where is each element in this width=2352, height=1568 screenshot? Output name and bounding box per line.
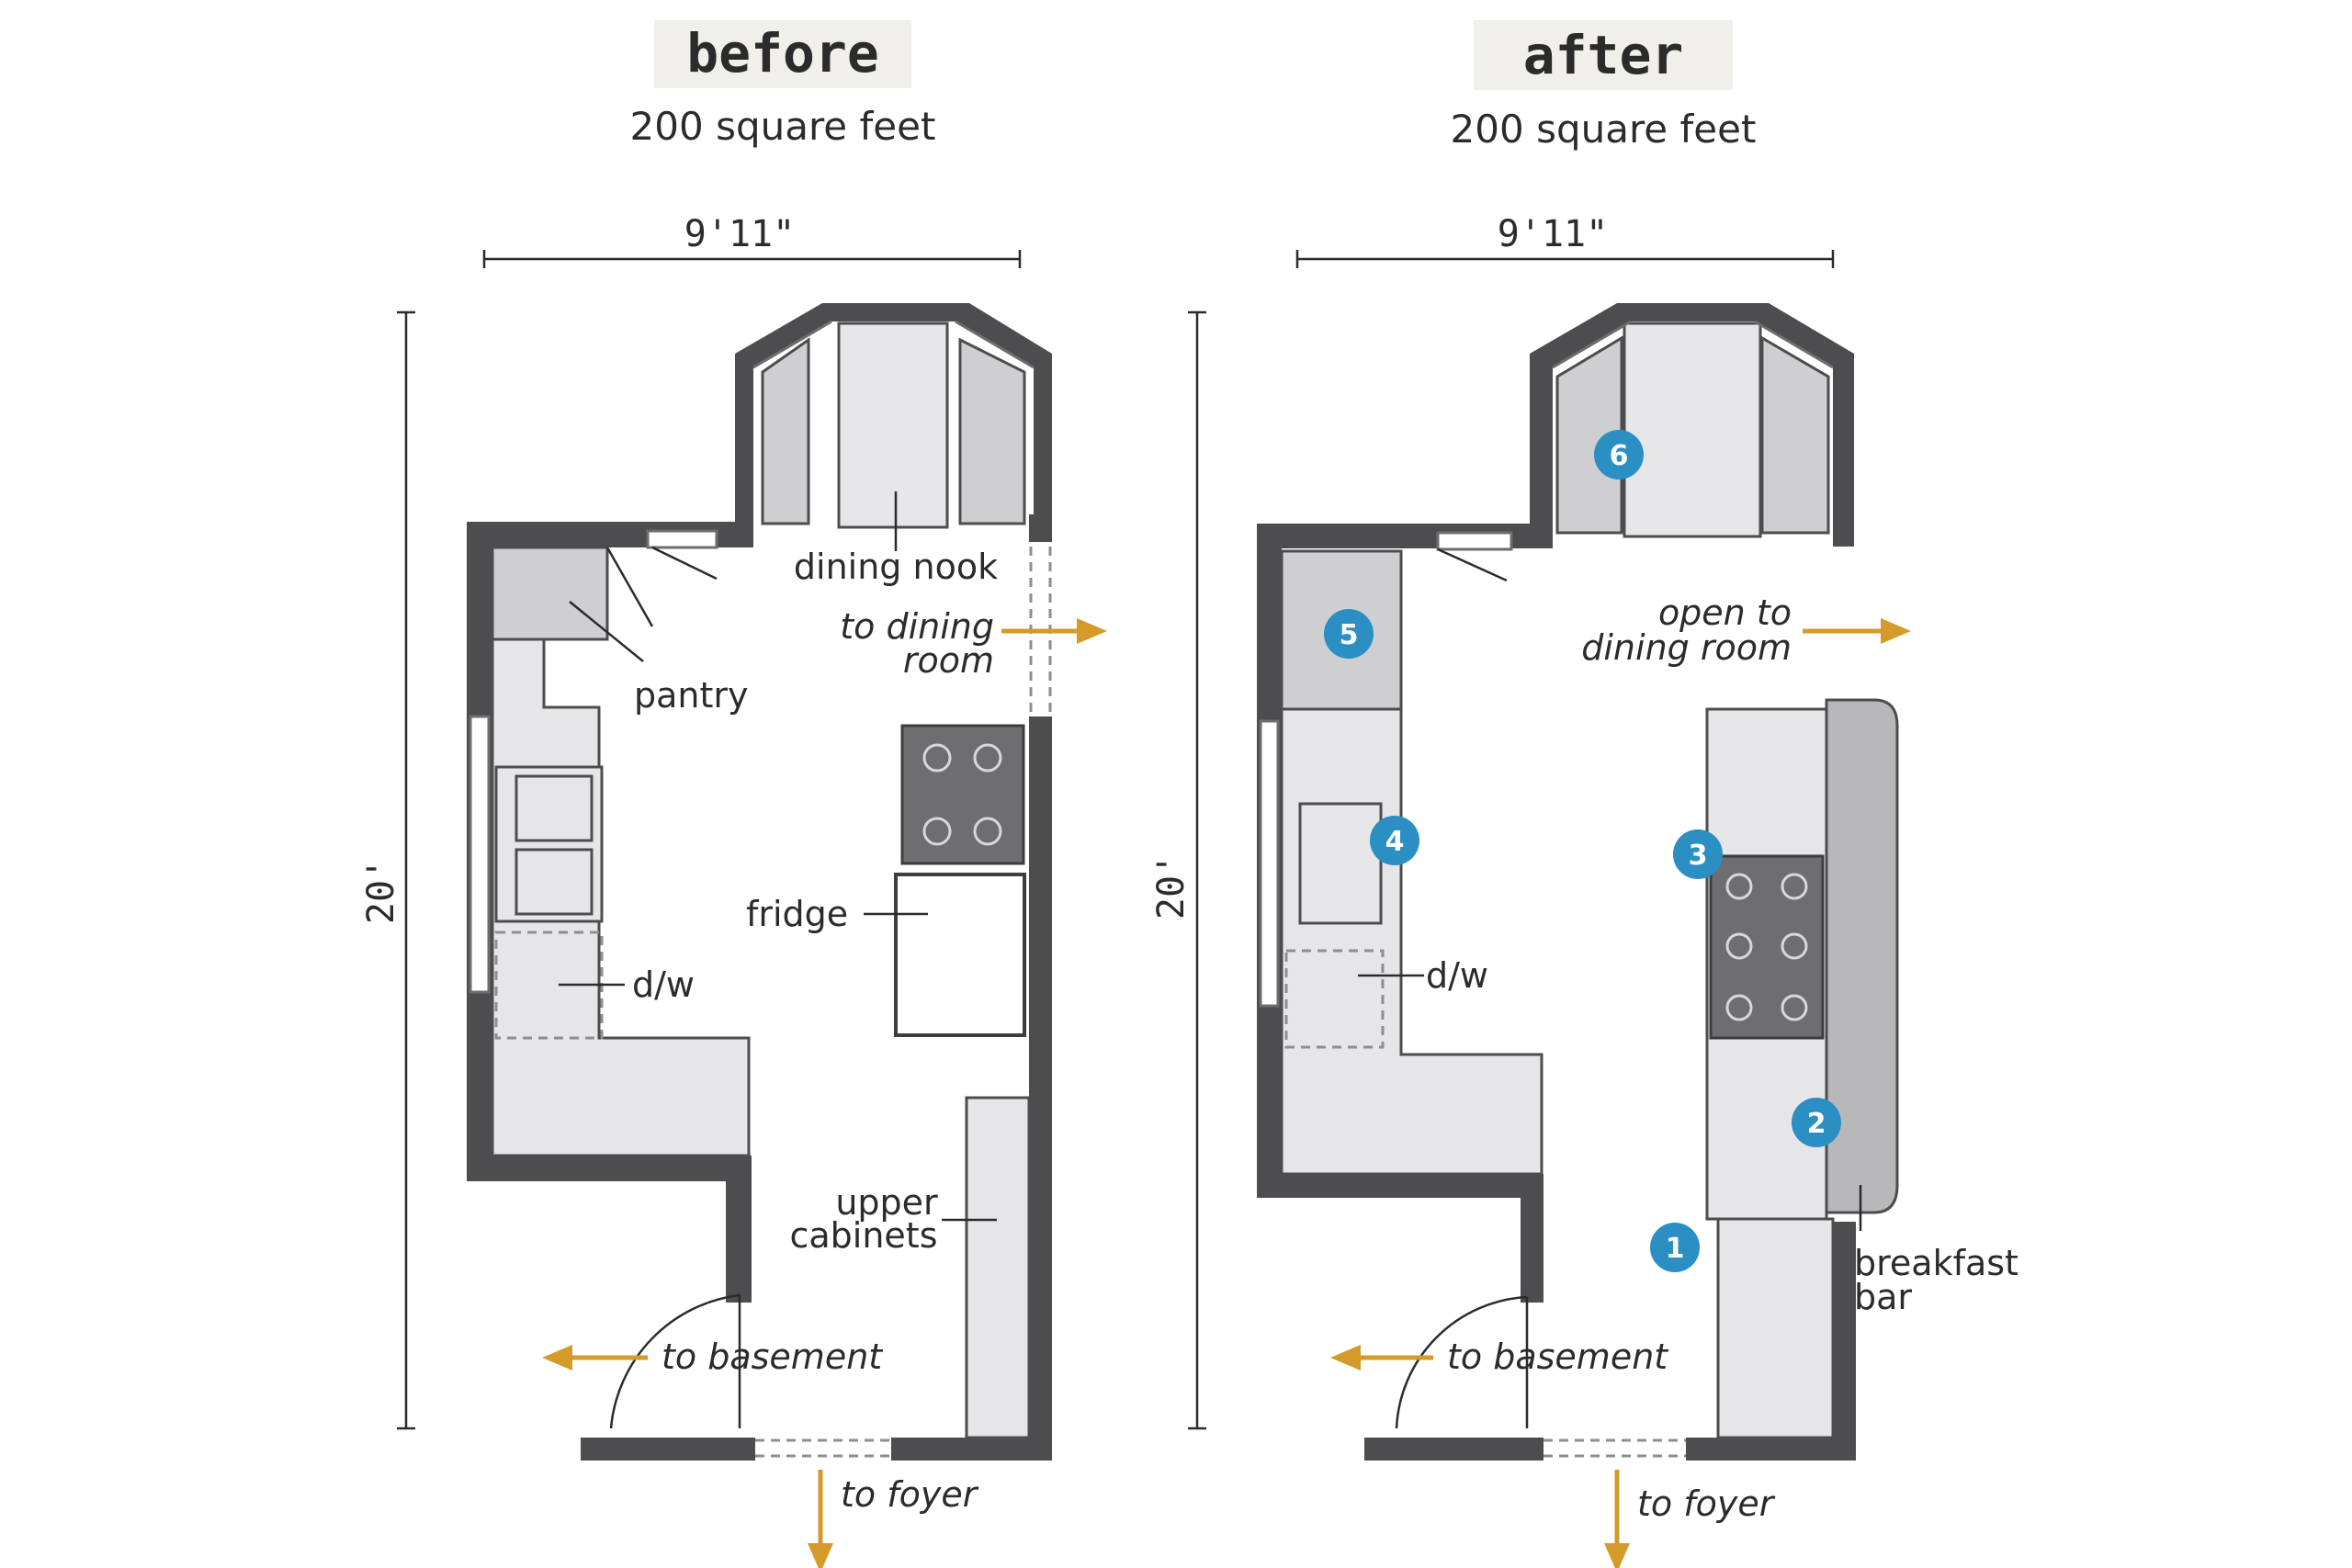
badge-6: 6 [1594,430,1644,479]
before-stove [900,724,1025,865]
svg-text:1: 1 [1666,1233,1685,1265]
badge-1: 1 [1650,1223,1700,1272]
after-label-dw: d/w [1426,955,1488,996]
svg-text:4: 4 [1385,826,1405,858]
before-area: 200 square feet [630,104,936,149]
badge-3: 3 [1673,829,1723,879]
before-wall-right-lower [1029,716,1052,1461]
after-plan: after 200 square feet 9'11" 20' [1150,20,2018,1568]
before-fridge [894,873,1026,1037]
after-title-bg [1474,20,1733,90]
after-sink [1298,802,1383,925]
after-breakfast-bar [1825,698,1899,1214]
after-title: after [1523,24,1684,86]
after-label-to-basement: to basement [1447,1337,1669,1377]
before-basement-door [609,1293,741,1429]
after-label-breakfast: breakfast [1854,1243,2018,1283]
before-label-pantry: pantry [634,675,749,716]
after-width-label: 9'11" [1498,213,1608,255]
before-width-label: 9'11" [684,213,795,255]
after-wall-bottom-left [1257,1174,1542,1198]
before-label-upper: upper [835,1182,938,1223]
before-label-dining-nook: dining nook [794,547,998,587]
after-dishwasher [1284,949,1385,1049]
after-label-dining-room: dining room [1581,627,1792,668]
after-label-to-foyer: to foyer [1637,1483,1776,1524]
after-area: 200 square feet [1451,107,1757,152]
after-wall-right [1833,1222,1856,1461]
before-label-to-foyer: to foyer [841,1474,979,1515]
before-wall-inner [726,1156,752,1303]
badge-5: 5 [1324,609,1374,659]
before-wall-bottom-b [891,1438,1052,1461]
before-label-fridge: fridge [746,894,848,934]
before-length-label: 20' [360,858,402,924]
before-label-dw: d/w [632,964,695,1005]
after-label-open-to: open to [1658,592,1792,633]
after-arrow-basement [1330,1345,1433,1371]
after-wall-bottom-a [1364,1438,1544,1461]
before-upper-cabinets [965,1096,1031,1439]
before-wall-bottom-left [467,1156,752,1181]
after-tall-cabinet [1716,1217,1835,1439]
before-arrow-foyer [808,1470,833,1568]
after-stove [1709,854,1825,1040]
before-label-cabinets: cabinets [789,1215,937,1256]
before-wall-right-upper [1029,514,1052,542]
before-wall-bottom-a [581,1438,755,1461]
before-arrow-basement [542,1345,648,1371]
badge-2: 2 [1792,1098,1841,1147]
before-dining-nook [735,303,1052,547]
after-arrow-foyer [1604,1470,1630,1568]
after-basement-door [1395,1295,1528,1429]
before-label-room: room [903,640,994,681]
badge-4: 4 [1370,816,1419,865]
before-label-to-dining: to dining [840,606,994,647]
after-label-bar: bar [1854,1277,1912,1317]
svg-text:5: 5 [1340,619,1359,651]
after-left-counter [1280,707,1544,1176]
after-dining-nook [1530,303,1854,547]
before-title: before [686,22,879,85]
after-wall-bottom-b [1686,1438,1856,1461]
after-arrow-dining [1803,618,1911,644]
svg-text:3: 3 [1689,840,1708,872]
svg-text:2: 2 [1807,1108,1826,1140]
before-arrow-dining [1001,618,1107,644]
after-length-label: 20' [1150,853,1193,919]
svg-text:6: 6 [1610,440,1629,472]
before-plan: before 200 square feet 9'11" 20' [360,20,1107,1568]
before-label-to-basement: to basement [662,1337,884,1377]
after-wall-inner [1521,1174,1544,1303]
before-title-bg [654,20,911,88]
before-pantry [491,546,609,641]
